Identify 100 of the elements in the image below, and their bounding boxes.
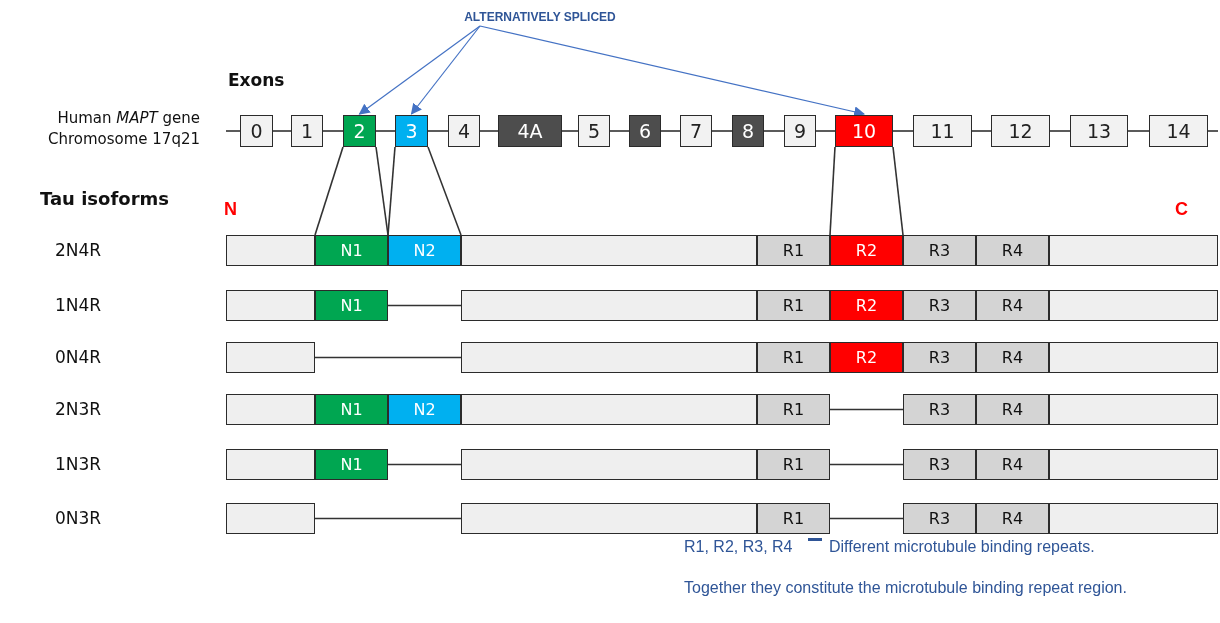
heading-text: Exons: [228, 70, 285, 91]
exon-box: [991, 115, 1050, 147]
connector-line: [387, 146, 396, 236]
connector-line: [971, 130, 992, 132]
connector-line: [225, 130, 241, 132]
segment-label: R4: [1001, 297, 1024, 314]
exon-number: 4: [457, 121, 471, 141]
connector-line: [829, 408, 904, 411]
heading-text: Tau isoforms: [40, 188, 169, 210]
connector-line: [272, 130, 292, 132]
protein-segment: [226, 290, 315, 321]
domain-segment: [388, 235, 461, 266]
connector-line: [322, 130, 344, 132]
protein-segment: [226, 394, 315, 425]
domain-segment: [976, 342, 1049, 373]
domain-segment: [757, 503, 830, 534]
segment-label: R2: [855, 297, 878, 314]
exon-box: [784, 115, 816, 147]
domain-segment: [903, 503, 976, 534]
exon-number: 10: [851, 121, 877, 141]
segment-label: R3: [928, 401, 951, 418]
protein-segment: [1049, 342, 1218, 373]
domain-segment: [976, 394, 1049, 425]
isoform-label: 2N3R: [55, 399, 102, 420]
exon-number: 0: [250, 121, 263, 141]
exon-box: [240, 115, 273, 147]
protein-segment: [461, 449, 757, 480]
gene-label: Human MAPT gene Chromosome 17q21: [46, 108, 200, 150]
exon-box: [291, 115, 323, 147]
exon-number: 2: [353, 121, 366, 141]
exon-box: [448, 115, 480, 147]
connector-line: [427, 130, 449, 132]
segment-label: R3: [928, 242, 951, 259]
segment-label: R4: [1001, 510, 1024, 527]
exon-number: 6: [638, 121, 652, 141]
exon-box: [395, 115, 428, 147]
domain-segment: [903, 235, 976, 266]
exon-number: 7: [689, 121, 703, 141]
domain-segment: [388, 394, 461, 425]
segment-label: R1: [782, 297, 805, 314]
exon-box: [343, 115, 376, 147]
exon-box: [1149, 115, 1208, 147]
domain-segment: [903, 290, 976, 321]
exon-box: [680, 115, 712, 147]
connector-line: [609, 130, 630, 132]
segment-label: R1: [782, 456, 805, 473]
connector-line: [1127, 130, 1150, 132]
exon-box: [578, 115, 610, 147]
exon-number: 14: [1166, 121, 1191, 141]
domain-segment: [315, 394, 388, 425]
connector-line: [660, 130, 681, 132]
domain-segment: [315, 449, 388, 480]
connector-line: [892, 130, 914, 132]
domain-segment: [903, 342, 976, 373]
protein-segment: [1049, 290, 1218, 321]
connector-line: [314, 517, 462, 520]
segment-label: N1: [340, 401, 363, 418]
domain-segment: [315, 290, 388, 321]
segment-label: R3: [928, 297, 951, 314]
connector-line: [711, 130, 733, 132]
domain-segment: [757, 290, 830, 321]
connector-line: [479, 130, 499, 132]
connector-line: [314, 356, 462, 359]
segment-label: R2: [855, 242, 878, 259]
exon-number: 8: [741, 121, 755, 141]
domain-segment: [830, 342, 903, 373]
domain-segment: [757, 235, 830, 266]
terminus-label: C: [1175, 198, 1188, 220]
segment-label: R1: [782, 401, 805, 418]
domain-segment: [976, 449, 1049, 480]
isoform-label: 0N4R: [55, 347, 102, 368]
exon-number: 1: [300, 121, 314, 141]
connector-line: [815, 130, 836, 132]
protein-segment: [226, 449, 315, 480]
exon-number: 13: [1086, 121, 1112, 141]
exon-number: 12: [1008, 121, 1033, 141]
exon-number: 5: [587, 121, 601, 141]
segment-label: N1: [340, 456, 363, 473]
isoform-label: 1N4R: [55, 295, 102, 316]
connector-line: [387, 463, 462, 466]
segment-label: R4: [1001, 401, 1024, 418]
domain-segment: [976, 290, 1049, 321]
segment-label: N1: [340, 242, 363, 259]
connector-line: [314, 146, 344, 236]
domain-segment: [830, 290, 903, 321]
domain-segment: [315, 235, 388, 266]
exon-number: 9: [793, 121, 807, 141]
domain-segment: [976, 235, 1049, 266]
connector-line: [387, 304, 462, 307]
segment-label: N2: [413, 242, 436, 259]
connector-line: [1207, 130, 1219, 132]
domain-segment: [757, 449, 830, 480]
exon-box: [913, 115, 972, 147]
exon-box: [835, 115, 893, 147]
protein-segment: [1049, 503, 1218, 534]
arrow: [358, 25, 481, 115]
segment-label: R3: [928, 349, 951, 366]
segment-label: R2: [855, 349, 878, 366]
protein-segment: [461, 290, 757, 321]
domain-segment: [903, 449, 976, 480]
